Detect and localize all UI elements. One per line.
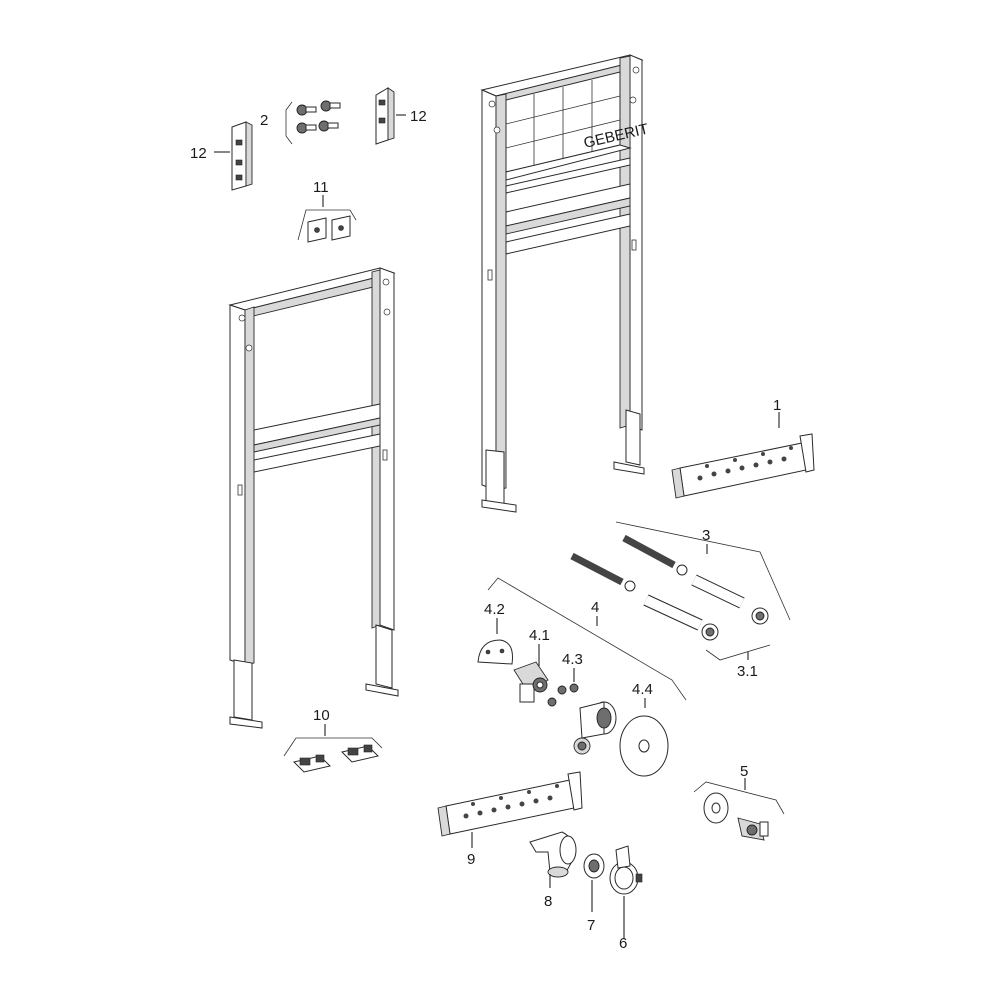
part-4-2-plate — [477, 639, 513, 665]
label-11: 11 — [313, 179, 329, 196]
label-9: 9 — [467, 851, 475, 868]
part-8-elbow — [529, 831, 577, 878]
label-4-1: 4.1 — [529, 627, 550, 644]
part-3-rods — [570, 534, 769, 641]
label-4-2: 4.2 — [484, 601, 505, 618]
label-12-left: 12 — [190, 145, 207, 162]
label-10: 10 — [313, 707, 330, 724]
label-12-right: 12 — [410, 108, 427, 125]
frame-tall — [480, 54, 645, 513]
part-4-1-elbow — [513, 661, 549, 703]
label-2: 2 — [260, 112, 268, 129]
label-7: 7 — [587, 917, 595, 934]
part-2-screws — [285, 100, 341, 145]
part-6-clamp — [609, 845, 643, 895]
part-5-valve — [703, 792, 769, 841]
label-4-3: 4.3 — [562, 651, 583, 668]
frame-small — [228, 267, 399, 729]
part-4-3-screws — [547, 683, 579, 707]
label-4-4: 4.4 — [632, 681, 653, 698]
label-8: 8 — [544, 893, 552, 910]
label-6: 6 — [619, 935, 627, 952]
part-11-pads — [307, 215, 351, 243]
label-1: 1 — [773, 397, 781, 414]
part-4-sleeve — [573, 701, 617, 755]
part-12-bracket-left — [231, 121, 253, 191]
part-7-nut — [583, 853, 605, 879]
part-10-clips — [293, 744, 379, 773]
label-5: 5 — [740, 763, 748, 780]
label-3-1: 3.1 — [737, 663, 758, 680]
part-12-bracket-right — [375, 87, 395, 145]
label-4: 4 — [591, 599, 599, 616]
part-1-rail — [671, 433, 815, 499]
part-4-4-rosette — [619, 715, 669, 777]
label-3: 3 — [702, 527, 710, 544]
part-9-rail — [437, 771, 583, 837]
